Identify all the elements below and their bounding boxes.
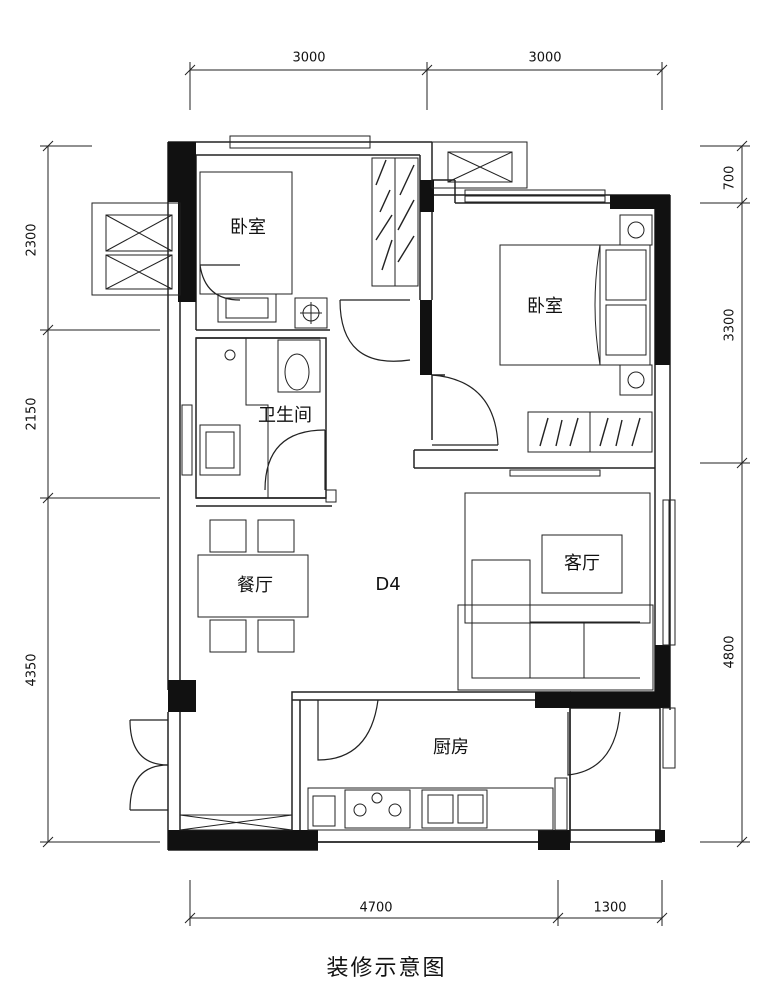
dimension-lines (40, 62, 750, 926)
furniture (197, 157, 654, 831)
dim-bottom-1: 4700 (359, 901, 392, 916)
plan-caption: 装修示意图 (326, 956, 447, 981)
room-label-dining: 餐厅 (237, 575, 273, 596)
room-label-bedroom-1: 卧室 (230, 217, 266, 238)
dim-right-3: 4800 (723, 635, 738, 668)
room-label-kitchen: 厨房 (433, 737, 469, 758)
dim-bottom-2: 1300 (593, 901, 626, 916)
room-label-living: 客厅 (564, 553, 600, 574)
doors (129, 264, 621, 811)
dim-left-1: 2300 (25, 223, 40, 256)
wardrobe-hangers (375, 159, 641, 447)
wall-columns (168, 142, 670, 850)
windows (91, 135, 676, 831)
dim-top-2: 3000 (528, 51, 561, 66)
room-label-bathroom: 卫生间 (258, 405, 312, 426)
walls (167, 141, 671, 851)
dim-right-2: 3300 (723, 308, 738, 341)
dim-left-3: 4350 (25, 653, 40, 686)
dim-right-1: 700 (723, 166, 738, 191)
dim-left-2: 2150 (25, 397, 40, 430)
dim-top-1: 3000 (292, 51, 325, 66)
unit-code-label: D4 (375, 574, 400, 595)
room-label-bedroom-2: 卧室 (527, 296, 563, 317)
